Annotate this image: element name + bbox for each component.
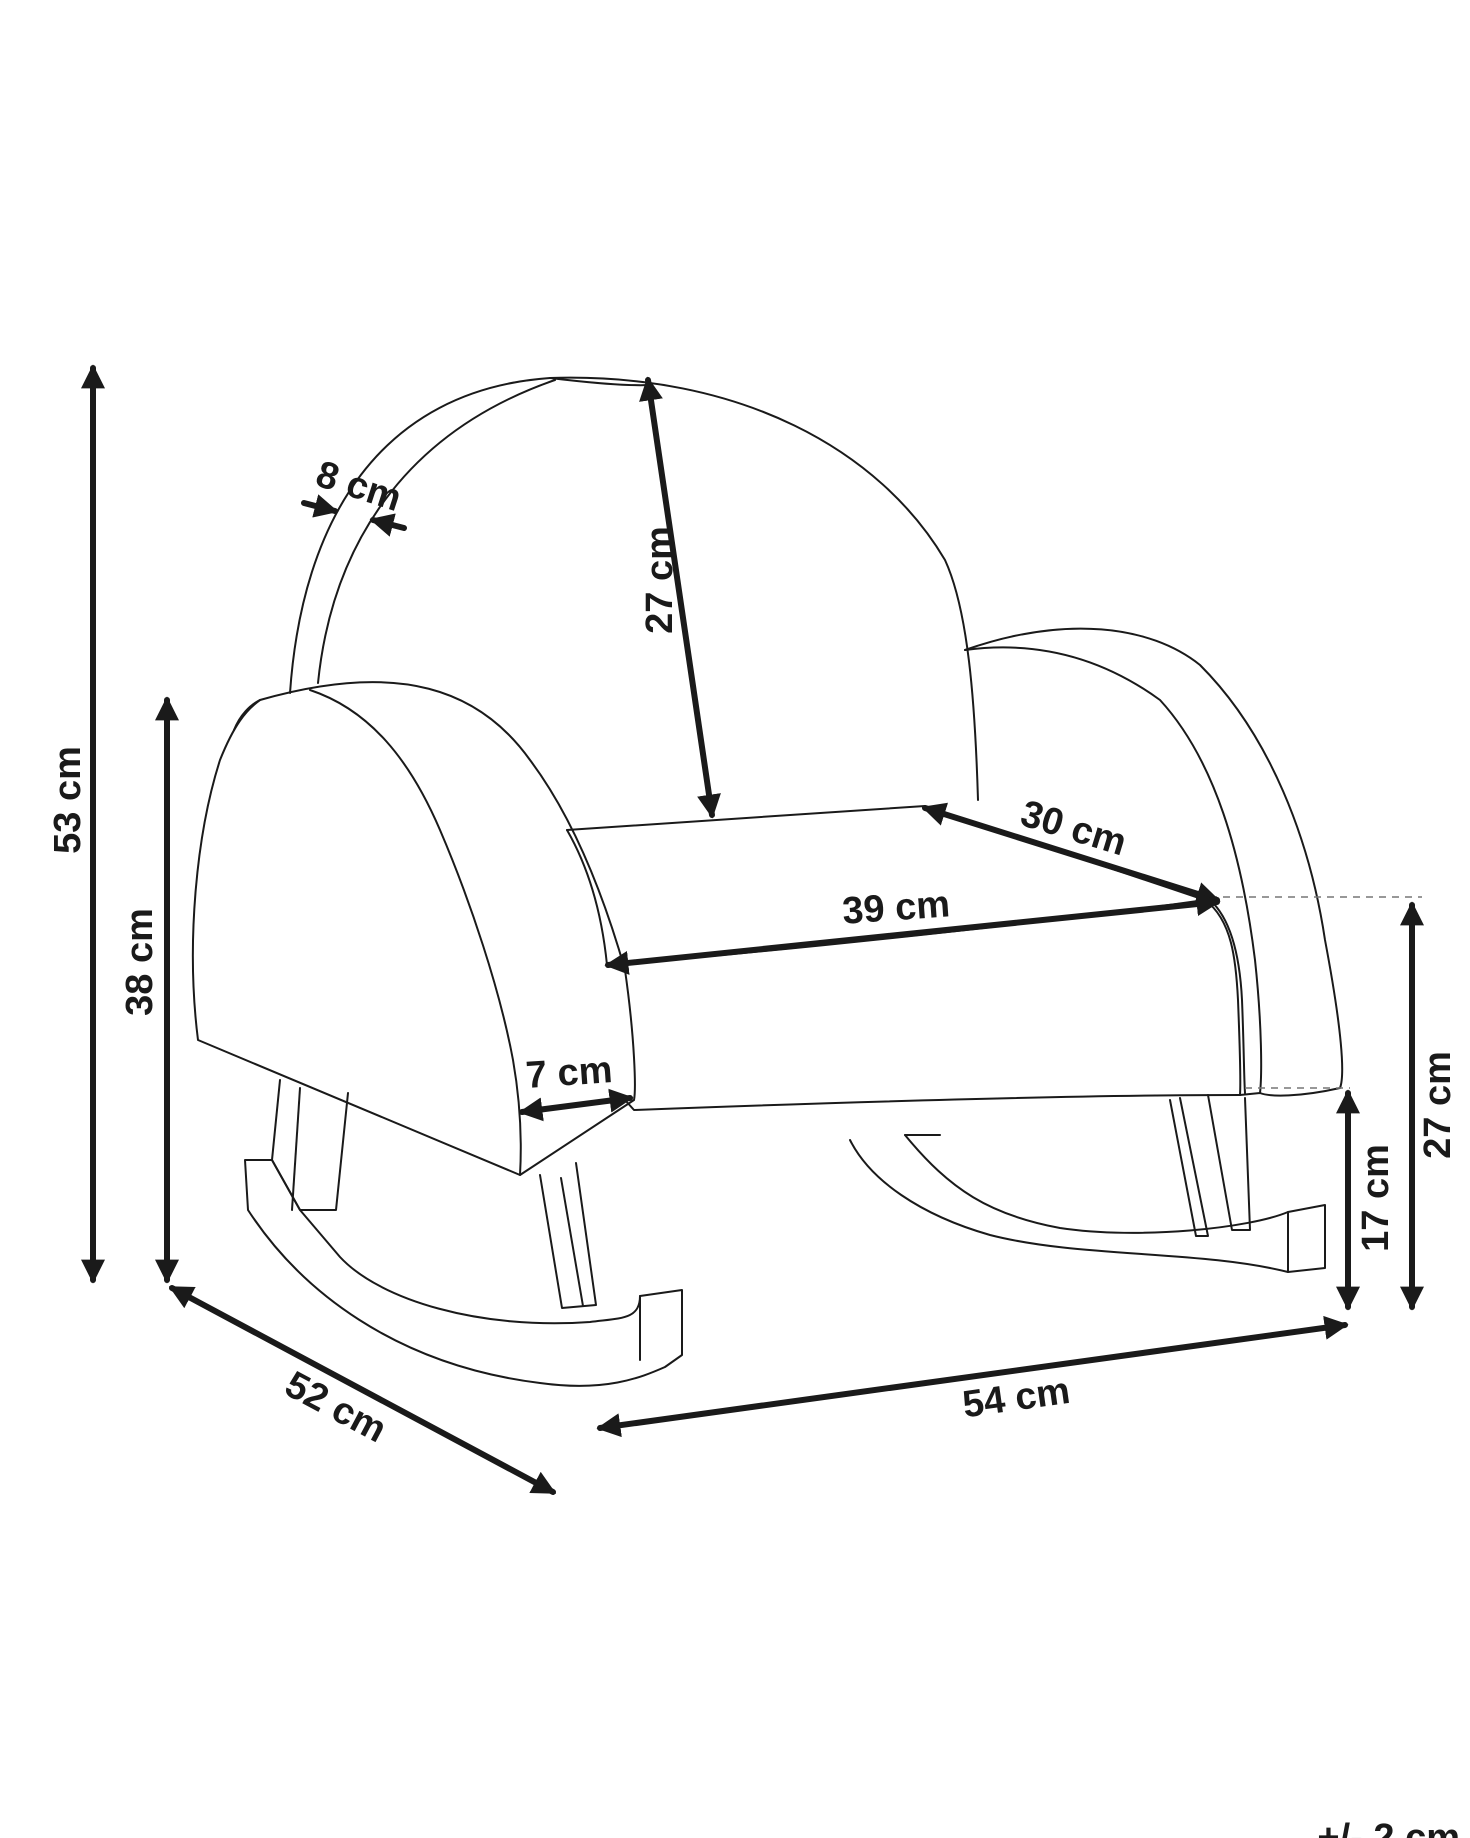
tolerance-label: +/- 2 cm [1317,1817,1460,1838]
back-right-leg [1169,1097,1209,1237]
seat-height-label: 27 cm [1417,1051,1459,1159]
right-armrest-outer-edge [964,627,1344,1097]
seat-width-label: 39 cm [841,883,951,932]
front-right-leg [1207,1094,1251,1231]
armrest-height-label: 38 cm [119,908,161,1016]
width-arrow [596,1315,1349,1438]
dimension-guides [1210,896,1422,1089]
left-rocker [244,1159,683,1387]
total-height-label: 53 cm [47,746,89,854]
backrest-height-label: 27 cm [639,526,681,634]
armrest-width-label: 7 cm [524,1049,613,1097]
seat-front-face [624,1094,1241,1111]
armrest-width-arrow [518,1088,634,1122]
right-armrest-inner-edge [964,646,1263,1094]
backrest-thickness-arrow-right [369,513,407,537]
back-left-leg [271,1079,349,1211]
seat-depth-arrow [921,802,1221,906]
backrest-height-arrow [639,376,721,819]
right-armrest-front-edge [1209,899,1246,1094]
backrest-inner-edge [317,379,556,684]
rocker-height-label: 17 cm [1355,1144,1397,1252]
left-armrest-face [191,681,636,1176]
rocking-chair-illustration [191,376,1344,1387]
front-left-leg [539,1162,597,1309]
right-rocker [849,1134,1326,1273]
left-armrest-top-seam [233,699,261,731]
depth-arrow [168,1285,557,1495]
dimension-labels: 53 cm 38 cm 52 cm 54 cm 27 cm 17 cm 27 c… [47,453,1460,1838]
backrest-outer-edge [289,376,979,801]
seat-right-side [1204,899,1242,1096]
backrest-thickness-arrow-left [301,494,339,518]
left-armrest-inner-edge [309,689,522,1176]
seat-width-arrow [604,892,1221,975]
dimension-arrows [81,364,1424,1495]
